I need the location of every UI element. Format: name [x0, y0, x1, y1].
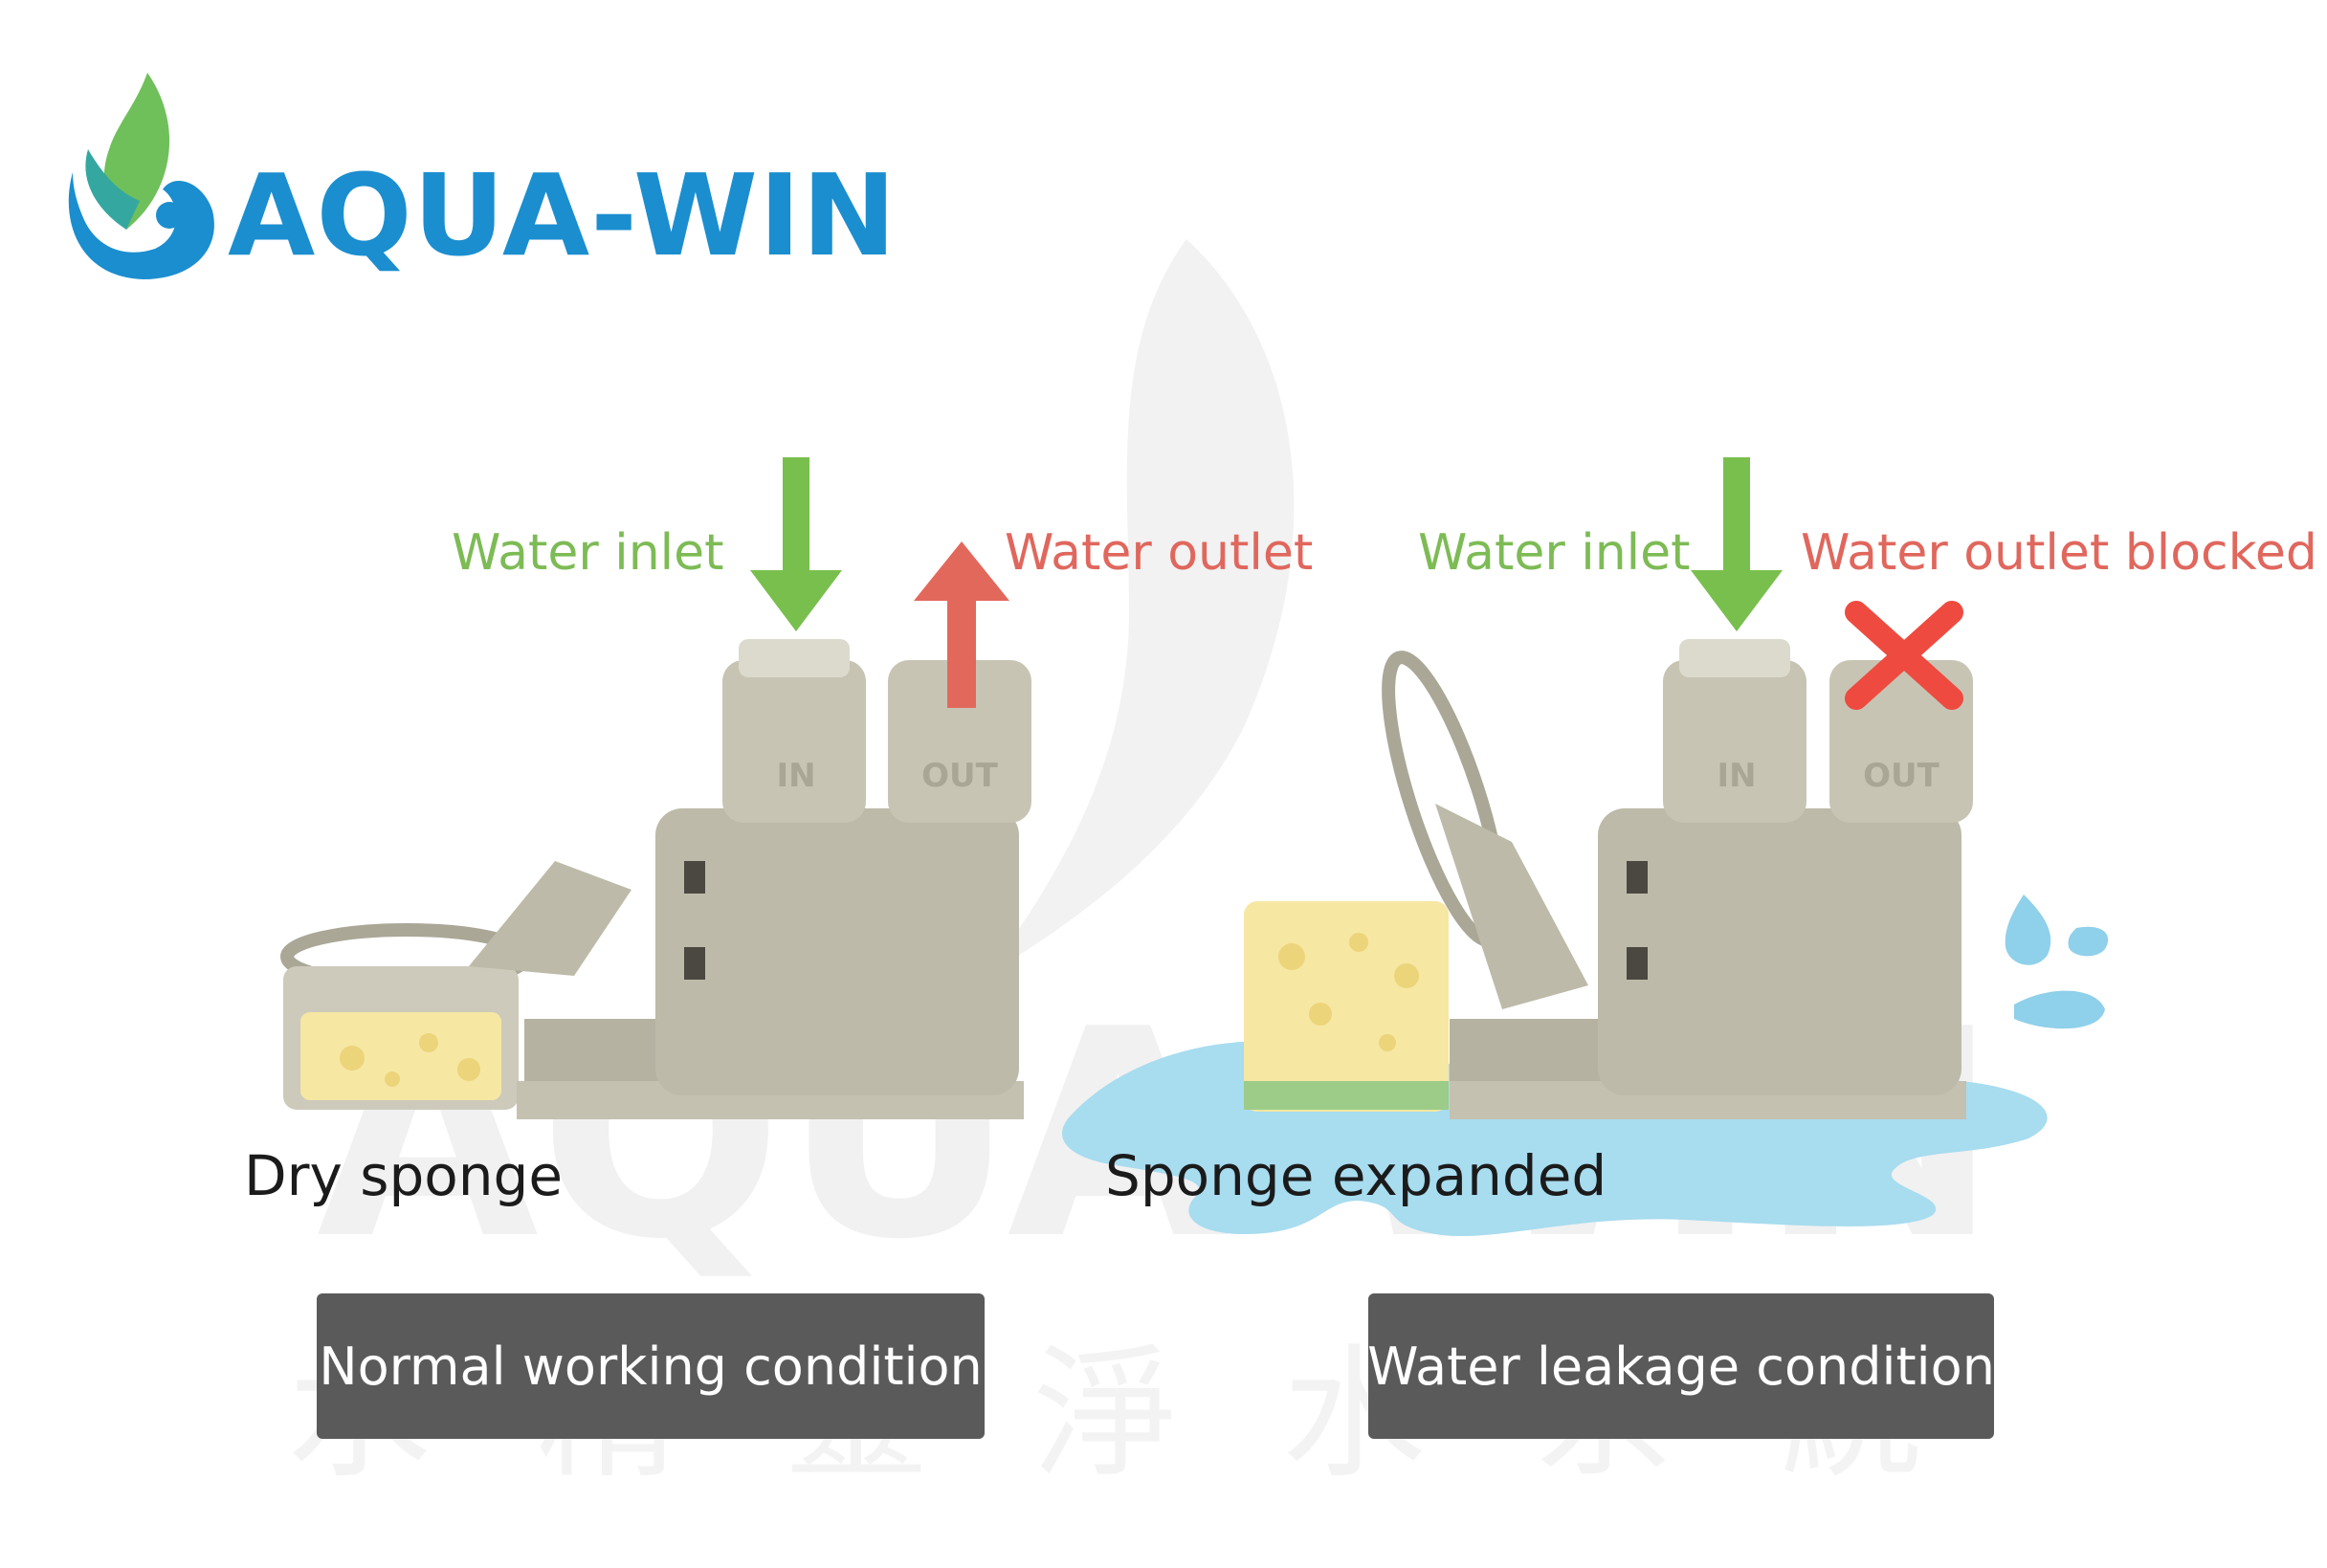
dry-sponge [300, 1012, 501, 1100]
dry-sponge-label: Dry sponge [244, 1143, 564, 1208]
inlet-port [722, 660, 866, 823]
valve-body [655, 808, 1019, 1095]
blocked-x-icon [1845, 601, 1963, 710]
expanded-sponge [1244, 901, 1449, 1112]
port-in-label: IN [1717, 757, 1756, 795]
sponge-expanded-label: Sponge expanded [1105, 1143, 1607, 1208]
port-in-label: IN [776, 757, 815, 795]
port-out-label: OUT [1863, 757, 1940, 795]
float-lever [469, 861, 632, 976]
normal-outlet-label: Water outlet [1005, 524, 1314, 582]
water-drop-leaf-icon [68, 73, 214, 279]
inlet-arrow-icon [1691, 457, 1783, 631]
normal-condition-box: Normal working condition [317, 1293, 985, 1439]
outlet-arrow-icon [914, 541, 1009, 708]
inlet-arrow-icon [750, 457, 842, 631]
brand-name: AQUA-WIN [228, 149, 898, 281]
leak-inlet-label: Water inlet [1418, 524, 1691, 582]
leak-outlet-blocked-label: Water outlet blocked [1801, 524, 2317, 582]
port-out-label: OUT [921, 757, 999, 795]
float-lever-raised [1435, 804, 1588, 1009]
normal-inlet-label: Water inlet [452, 524, 724, 582]
outlet-port [888, 660, 1031, 823]
leak-condition-box: Water leakage condition [1367, 1293, 1995, 1439]
watermark-leaf-icon [986, 239, 1295, 976]
water-drop-icon [2005, 894, 2051, 965]
valve-body-leak [1598, 808, 1961, 1095]
